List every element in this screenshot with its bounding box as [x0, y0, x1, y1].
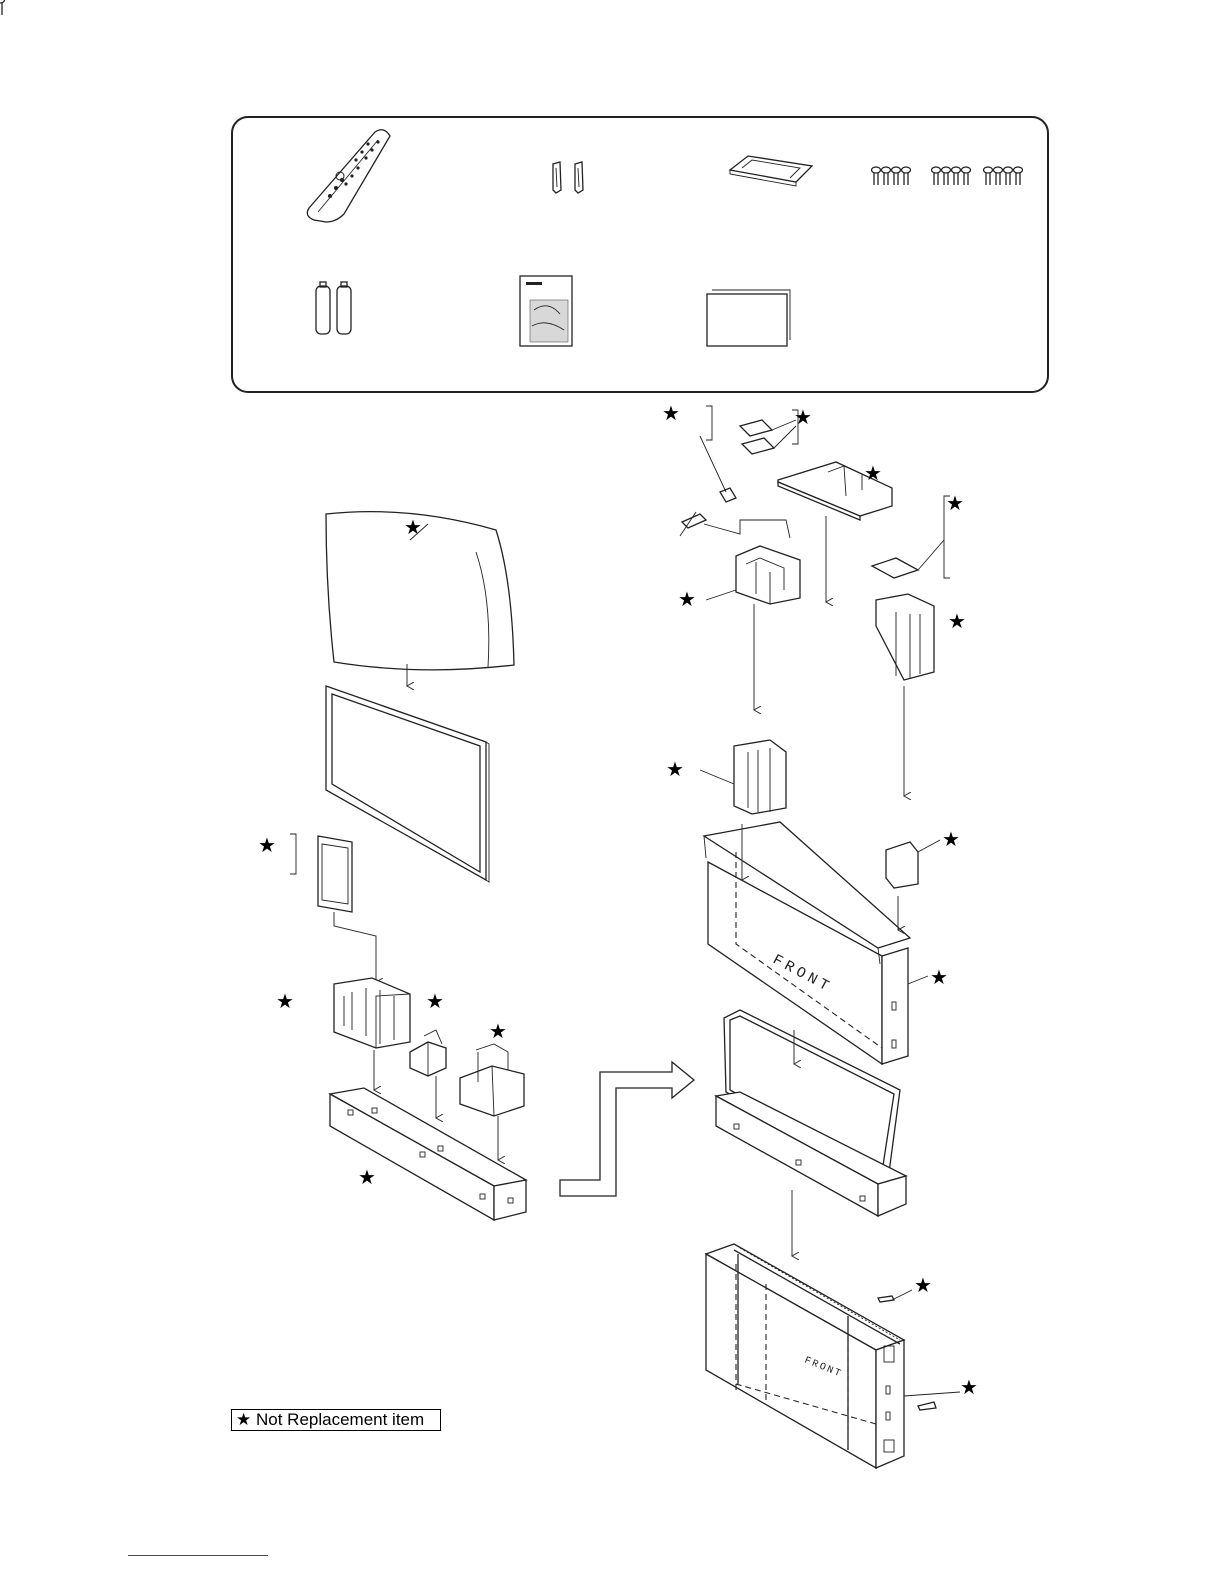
- star-marker: ★: [946, 491, 964, 515]
- small-clip-icon: [720, 488, 736, 502]
- star-marker: ★: [404, 515, 422, 539]
- star-marker: ★: [358, 1165, 376, 1189]
- remote-control-icon: [307, 130, 390, 222]
- star-marker: ★: [666, 757, 684, 781]
- footer-link-underline[interactable]: [128, 1555, 268, 1556]
- star-marker: ★: [960, 1375, 978, 1399]
- star-marker: ★: [930, 965, 948, 989]
- left-cushion-icon: [334, 978, 410, 1048]
- square-pad-icon: [872, 558, 918, 578]
- legend-text: Not Replacement item: [256, 1410, 424, 1429]
- assembly-flow-arrow-icon: [560, 1062, 694, 1196]
- star-marker: ★: [948, 609, 966, 633]
- corner-cushion-icon: [886, 842, 918, 888]
- star-marker: ★: [276, 989, 294, 1013]
- pad-pair-icon: [740, 420, 774, 454]
- top-right-cushion-icon: [876, 594, 934, 680]
- legend: ★ Not Replacement item: [231, 1409, 441, 1431]
- cable-clamp-icon: [730, 156, 812, 186]
- star-marker: ★: [942, 827, 960, 851]
- small-cushion-icon: [410, 1030, 446, 1076]
- manual-sheet-icon: [318, 836, 352, 912]
- legend-star: ★: [236, 1410, 251, 1429]
- upper-cushion-icon: [734, 740, 786, 814]
- star-marker: ★: [678, 587, 696, 611]
- star-marker: ★: [864, 461, 882, 485]
- operation-manual-icon: [520, 276, 572, 346]
- batteries-icon: [316, 282, 351, 334]
- small-plate-icon: [682, 514, 706, 528]
- leaflet-icon: [707, 290, 790, 346]
- star-marker: ★: [914, 1273, 932, 1297]
- star-marker: ★: [794, 405, 812, 429]
- top-left-cushion-icon: [736, 546, 800, 604]
- final-packed-box-icon: FRONT: [706, 1244, 904, 1468]
- screws-icon: [0, 0, 1023, 185]
- stand-bracket-icon: [553, 162, 583, 193]
- right-cushion-icon: [460, 1044, 524, 1116]
- star-marker: ★: [426, 989, 444, 1013]
- star-marker: ★: [662, 401, 680, 425]
- star-marker: ★: [258, 833, 276, 857]
- star-marker: ★: [489, 1019, 507, 1043]
